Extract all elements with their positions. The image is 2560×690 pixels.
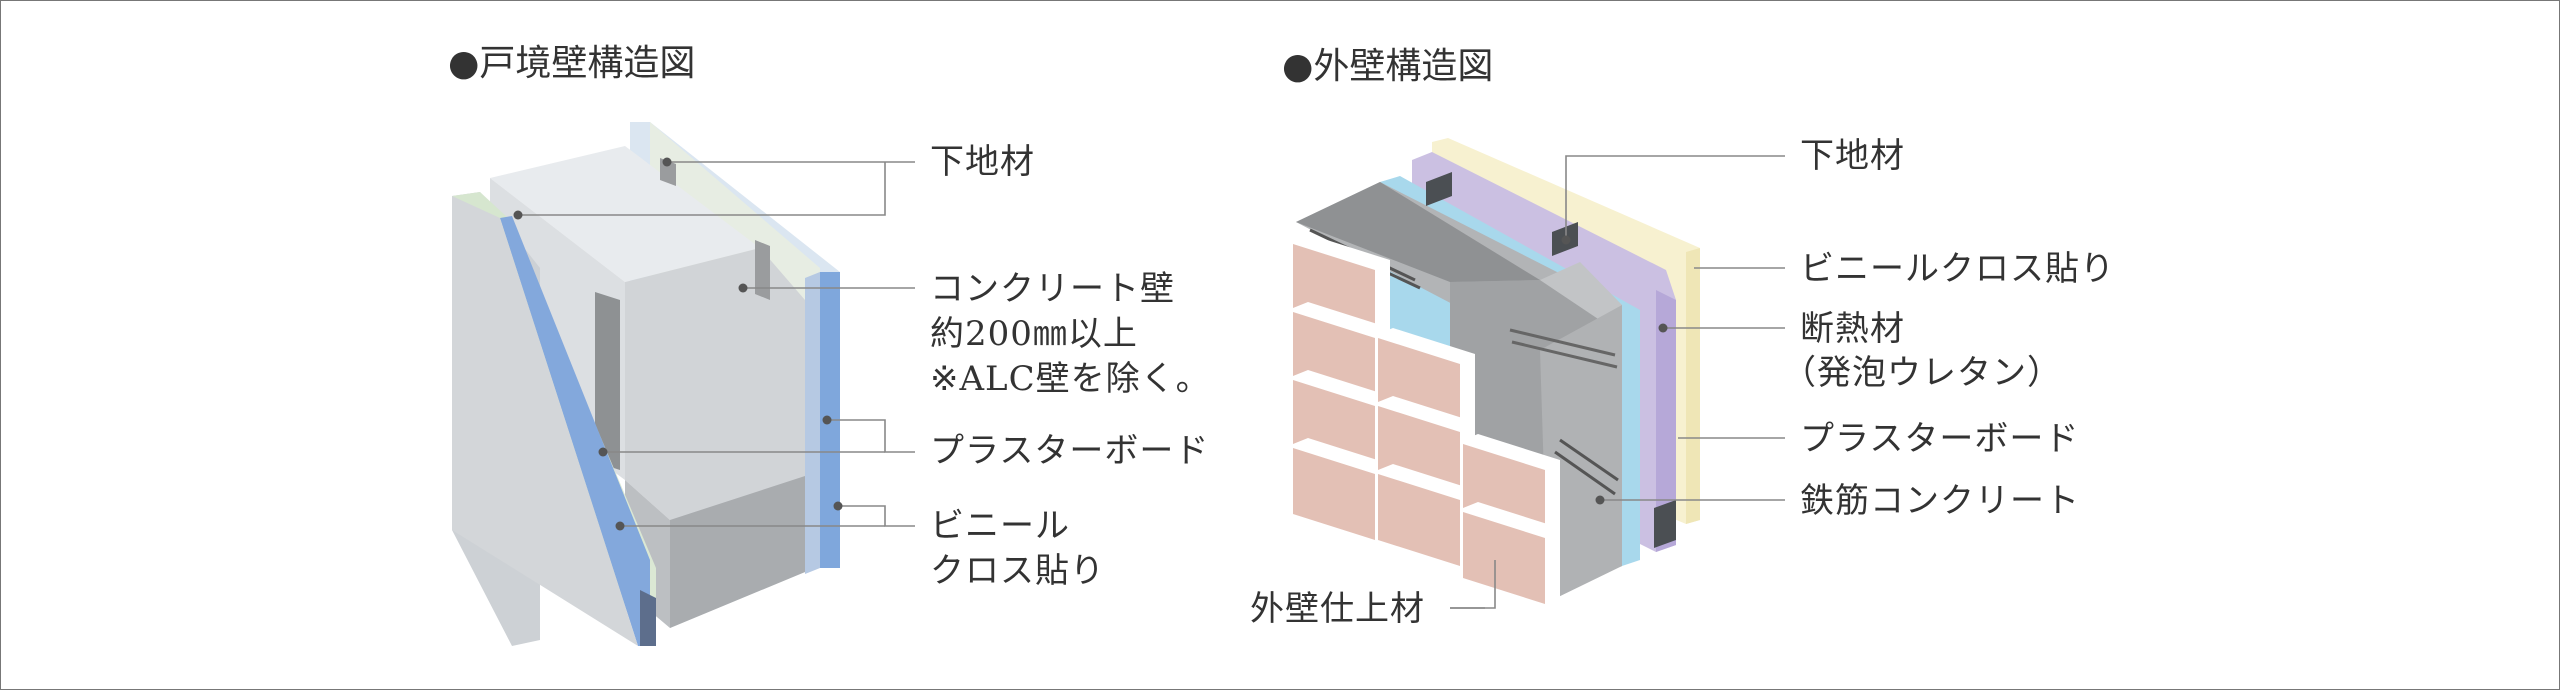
party-wall-diagram: ●戸境壁構造図 bbox=[448, 43, 1211, 646]
rebar bbox=[1559, 438, 1619, 482]
concrete-wall-top bbox=[490, 146, 760, 282]
label-exterior-finish: 外壁仕上材 bbox=[1250, 589, 1425, 629]
leader-dot bbox=[1561, 235, 1571, 245]
rebar bbox=[1509, 328, 1616, 357]
cream-vinyl-edge bbox=[1686, 248, 1700, 524]
exterior-tiles bbox=[1293, 234, 1560, 604]
rebar bbox=[1511, 340, 1618, 369]
label-concrete-wall: コンクリート壁 bbox=[930, 269, 1175, 309]
label-vinyl: ビニール bbox=[930, 506, 1070, 546]
label-vinyl-cloth: ビニールクロス貼り bbox=[1800, 249, 2115, 289]
label-base-material: 下地材 bbox=[1800, 136, 1905, 176]
exterior-wall-title: ●外壁構造図 bbox=[1282, 46, 1493, 87]
tile bbox=[1463, 512, 1545, 604]
label-base-material: 下地材 bbox=[930, 142, 1035, 182]
leader-dot bbox=[615, 521, 625, 531]
leader-dot bbox=[1658, 323, 1668, 333]
concrete-cut-face bbox=[1296, 182, 1540, 282]
leader-vinyl-b bbox=[838, 505, 915, 527]
leader-base-material-b bbox=[518, 162, 886, 216]
label-reinforced-concrete: 鉄筋コンクリート bbox=[1800, 481, 2080, 521]
label-plaster-board: プラスターボード bbox=[1800, 419, 2079, 459]
leader-dot bbox=[662, 157, 672, 167]
exterior-wall-diagram: ●外壁構造図 bbox=[1250, 46, 2115, 629]
leader-dot bbox=[822, 415, 832, 425]
leader-plaster-b bbox=[827, 419, 915, 453]
tile bbox=[1378, 474, 1460, 566]
label-insulation-type: （発泡ウレタン） bbox=[1782, 353, 2062, 393]
leader-dot bbox=[598, 447, 608, 457]
label-insulation: 断熱材 bbox=[1800, 309, 1905, 349]
stud-right bbox=[755, 240, 770, 300]
tile bbox=[1293, 448, 1375, 540]
label-alc-note: ※ALC壁を除く。 bbox=[930, 359, 1211, 399]
label-concrete-thickness: 約200㎜以上 bbox=[930, 314, 1138, 354]
front-blue-layer bbox=[500, 216, 650, 646]
leader-dot bbox=[738, 283, 748, 293]
leader-dot bbox=[833, 501, 843, 511]
front-green-top bbox=[452, 192, 508, 222]
front-board-face bbox=[452, 196, 638, 646]
leader-dot bbox=[513, 210, 523, 220]
leader-base-material bbox=[1565, 155, 1785, 240]
insulation-edge bbox=[1656, 290, 1676, 552]
label-plaster-board: プラスターボード bbox=[930, 431, 1209, 471]
rebar bbox=[1554, 450, 1616, 496]
leader-dot bbox=[1595, 495, 1605, 505]
concrete-wall-cut-face bbox=[670, 476, 805, 628]
label-cloth-applied: クロス貼り bbox=[930, 551, 1105, 591]
front-board-base bbox=[640, 590, 656, 646]
party-wall-title: ●戸境壁構造図 bbox=[448, 43, 695, 84]
back-blue-edge bbox=[805, 272, 820, 574]
base-stud-top bbox=[1426, 172, 1452, 206]
stud-left bbox=[595, 292, 620, 470]
leader-exterior-finish-b bbox=[1450, 560, 1496, 609]
base-stud-bottom bbox=[1654, 500, 1676, 548]
